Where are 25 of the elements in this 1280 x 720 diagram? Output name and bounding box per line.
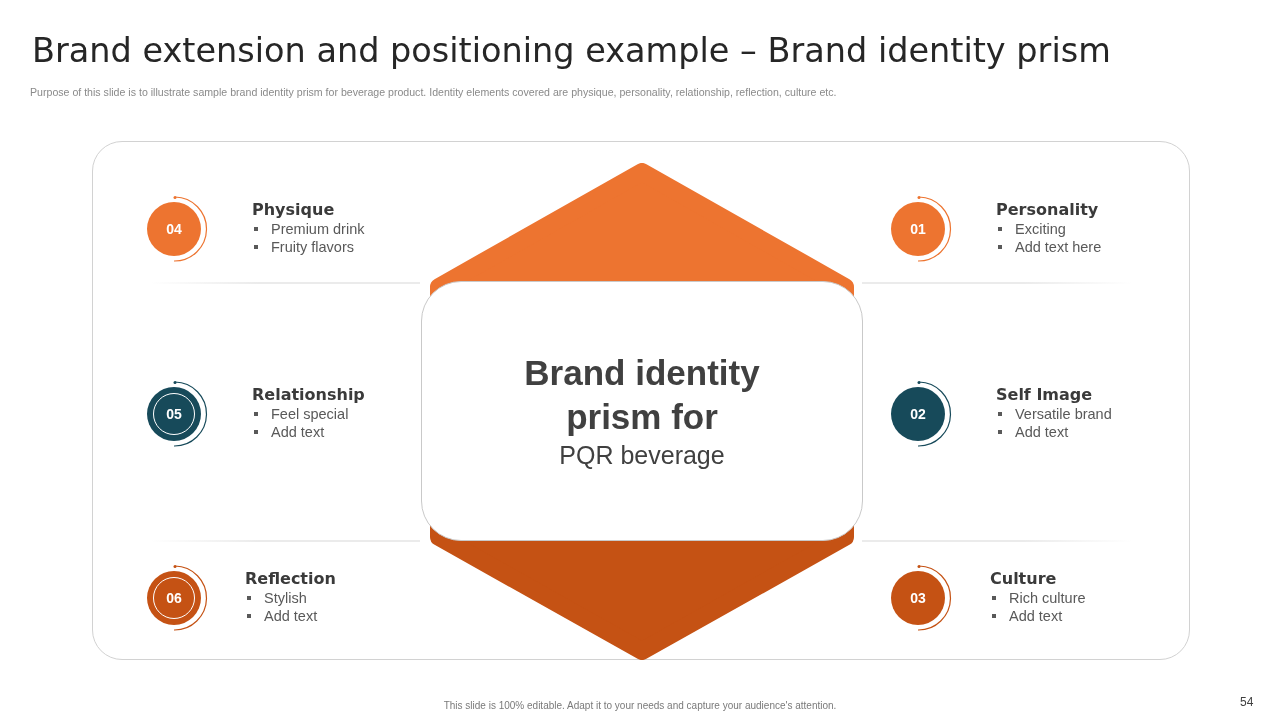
page-number: 54 (1240, 695, 1254, 709)
item-heading: Reflection (245, 568, 336, 589)
bullet-point: Premium drink (252, 220, 365, 238)
bullet-point: Stylish (245, 589, 307, 607)
slide-title: Brand extension and positioning example – Brand identity prism (32, 30, 1111, 72)
item-heading: Physique (252, 199, 335, 220)
footer-note: This slide is 100% editable. Adapt it to your needs and capture your audience's attention. (443, 700, 837, 712)
bullet-point: Feel special (252, 405, 349, 423)
bullet-point: Versatile brand (996, 405, 1112, 423)
item-heading: Self Image (996, 384, 1093, 405)
bullet-point: Add text (245, 607, 318, 625)
slide-subtitle: Purpose of this slide is to illustrate sample brand identity prism for beverage product. Identity elements covered are physique, personality, relationship, reflection, culture etc. (30, 86, 837, 99)
bullet-point: Add text (990, 607, 1063, 625)
bullet-point: Add text (252, 423, 325, 441)
item-heading: Culture (990, 568, 1057, 589)
bullet-point: Rich culture (990, 589, 1086, 607)
item-heading: Personality (996, 199, 1099, 220)
center-subheading: PQR beverage (559, 440, 725, 471)
item-heading: Relationship (252, 384, 365, 405)
bullet-point: Exciting (996, 220, 1066, 238)
hexagon-shape (421, 163, 863, 660)
bullet-point: Add text (996, 423, 1069, 441)
center-heading: Brand identity prism for (523, 352, 761, 438)
bullet-point: Fruity flavors (252, 238, 354, 256)
bullet-point: Add text here (996, 238, 1102, 256)
